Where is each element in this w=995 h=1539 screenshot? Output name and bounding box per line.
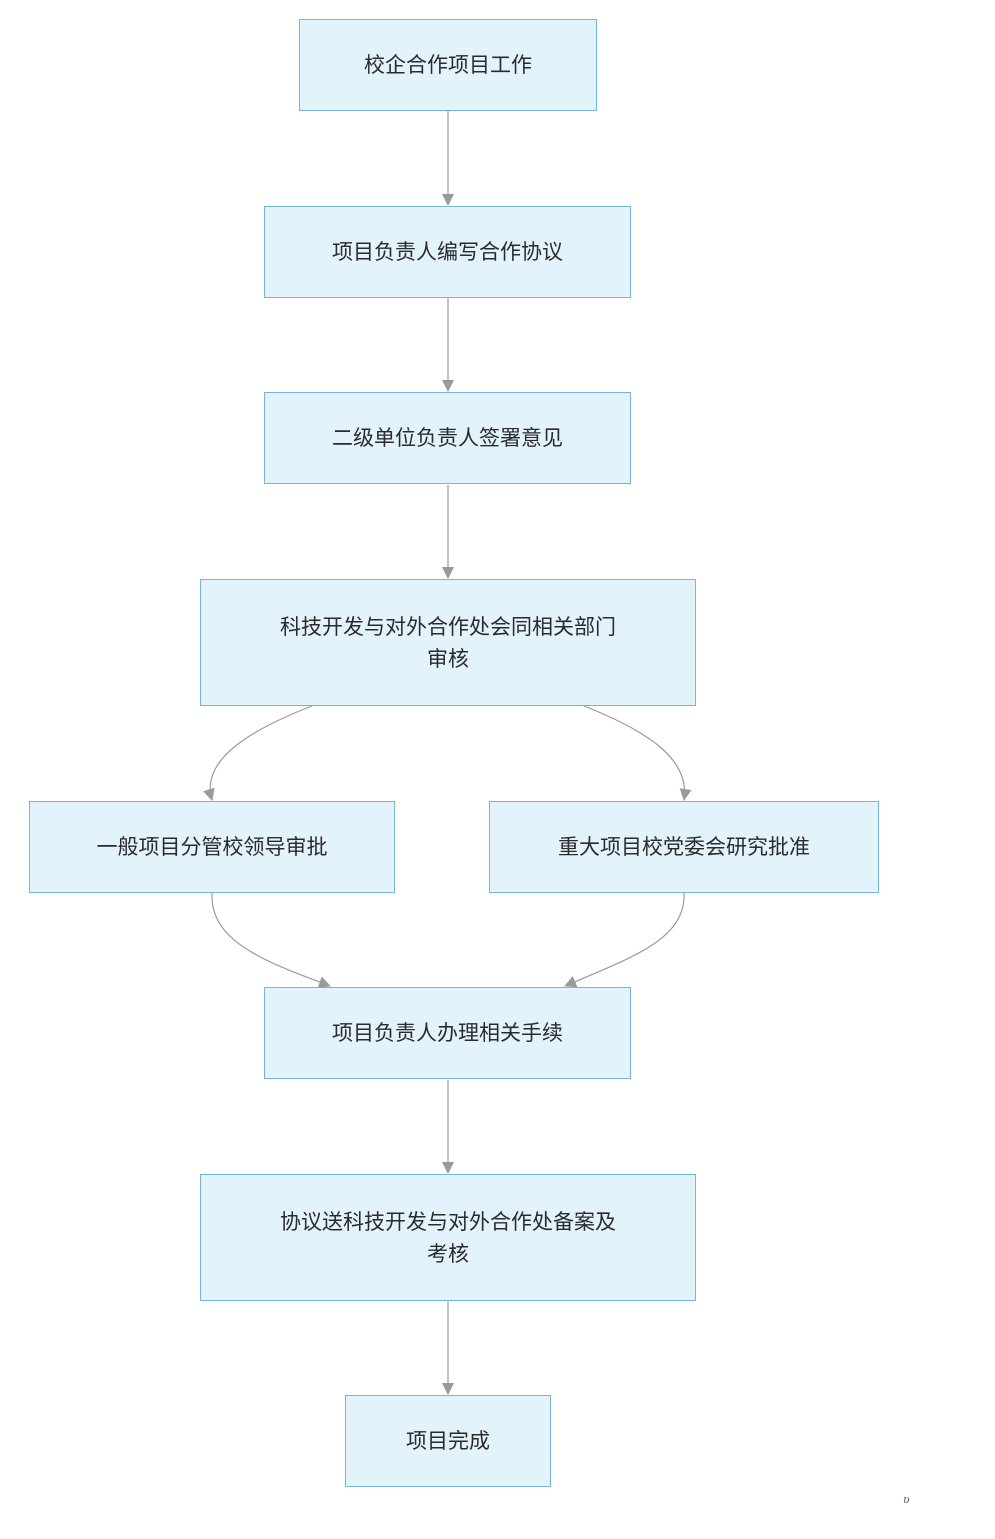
corner-mark: ʋ bbox=[903, 1493, 910, 1506]
node-project-complete: 项目完成 bbox=[345, 1395, 551, 1487]
node-process-procedures-label: 项目负责人办理相关手续 bbox=[332, 1021, 563, 1045]
node-process-procedures: 项目负责人办理相关手续 bbox=[264, 987, 631, 1079]
node-draft-agreement-label: 项目负责人编写合作协议 bbox=[332, 240, 563, 264]
node-general-approval: 一般项目分管校领导审批 bbox=[29, 801, 395, 893]
node-unit-sign: 二级单位负责人签署意见 bbox=[264, 392, 631, 484]
node-review-label-line2: 审核 bbox=[427, 646, 469, 671]
node-file-record: 协议送科技开发与对外合作处备案及 考核 bbox=[200, 1174, 696, 1301]
edge-general-to-process bbox=[211, 892, 331, 988]
edge-review-to-major bbox=[583, 705, 692, 801]
node-general-approval-label: 一般项目分管校领导审批 bbox=[96, 835, 328, 859]
node-draft-agreement: 项目负责人编写合作协议 bbox=[264, 206, 631, 298]
node-unit-sign-label: 二级单位负责人签署意见 bbox=[332, 426, 563, 450]
node-review-label-line1: 科技开发与对外合作处会同相关部门 bbox=[280, 614, 616, 639]
edge-review-to-general bbox=[203, 705, 313, 801]
node-major-approval-label: 重大项目校党委会研究批准 bbox=[558, 835, 810, 859]
node-project-complete-label: 项目完成 bbox=[406, 1429, 490, 1453]
node-file-record-label-line2: 考核 bbox=[427, 1241, 469, 1266]
node-review: 科技开发与对外合作处会同相关部门 审核 bbox=[200, 579, 696, 706]
node-major-approval: 重大项目校党委会研究批准 bbox=[489, 801, 879, 893]
node-start: 校企合作项目工作 bbox=[299, 19, 597, 111]
node-start-label: 校企合作项目工作 bbox=[364, 53, 532, 77]
edge-major-to-process bbox=[564, 892, 685, 988]
node-file-record-label-line1: 协议送科技开发与对外合作处备案及 bbox=[280, 1209, 616, 1234]
